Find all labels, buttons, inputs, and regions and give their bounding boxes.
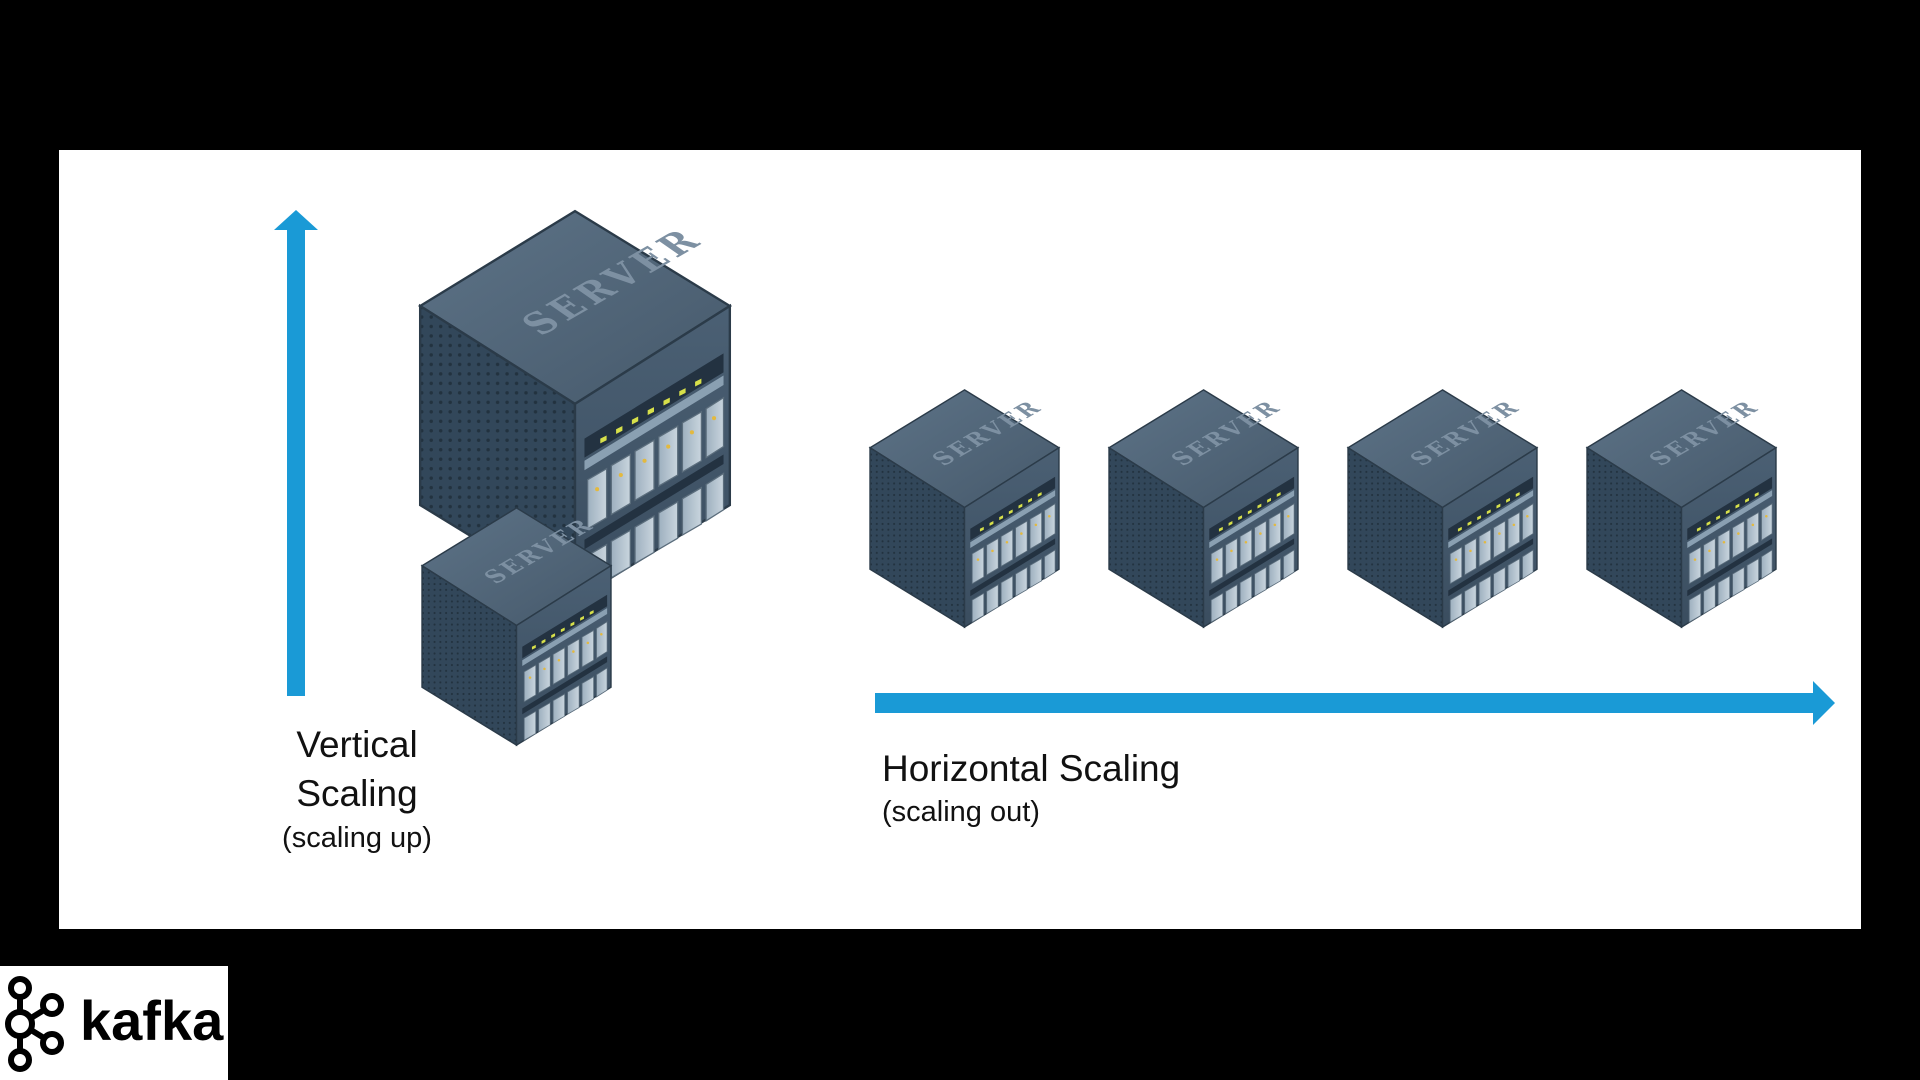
server-icon-2 bbox=[1108, 389, 1299, 628]
horizontal-arrow bbox=[875, 681, 1835, 725]
kafka-logo-text: kafka bbox=[80, 989, 224, 1052]
diagram-panel: Vertical Scaling (scaling up) Horizontal… bbox=[59, 150, 1861, 929]
server-icon-1 bbox=[869, 389, 1060, 628]
kafka-logo: kafka bbox=[0, 966, 228, 1080]
kafka-logo-icon bbox=[5, 976, 64, 1072]
horizontal-scaling-label: Horizontal Scaling (scaling out) bbox=[882, 746, 1180, 832]
server-icon-4 bbox=[1586, 389, 1777, 628]
small-server-icon bbox=[421, 507, 612, 746]
horizontal-title: Horizontal Scaling bbox=[882, 748, 1181, 789]
vertical-title-line1: Vertical bbox=[296, 724, 418, 765]
vertical-subtitle: (scaling up) bbox=[282, 822, 432, 854]
vertical-title-line2: Scaling bbox=[296, 773, 418, 814]
horizontal-subtitle: (scaling out) bbox=[882, 796, 1040, 828]
server-icon-3 bbox=[1347, 389, 1538, 628]
vertical-scaling-label: Vertical Scaling (scaling up) bbox=[209, 720, 505, 858]
vertical-arrow bbox=[274, 210, 318, 696]
